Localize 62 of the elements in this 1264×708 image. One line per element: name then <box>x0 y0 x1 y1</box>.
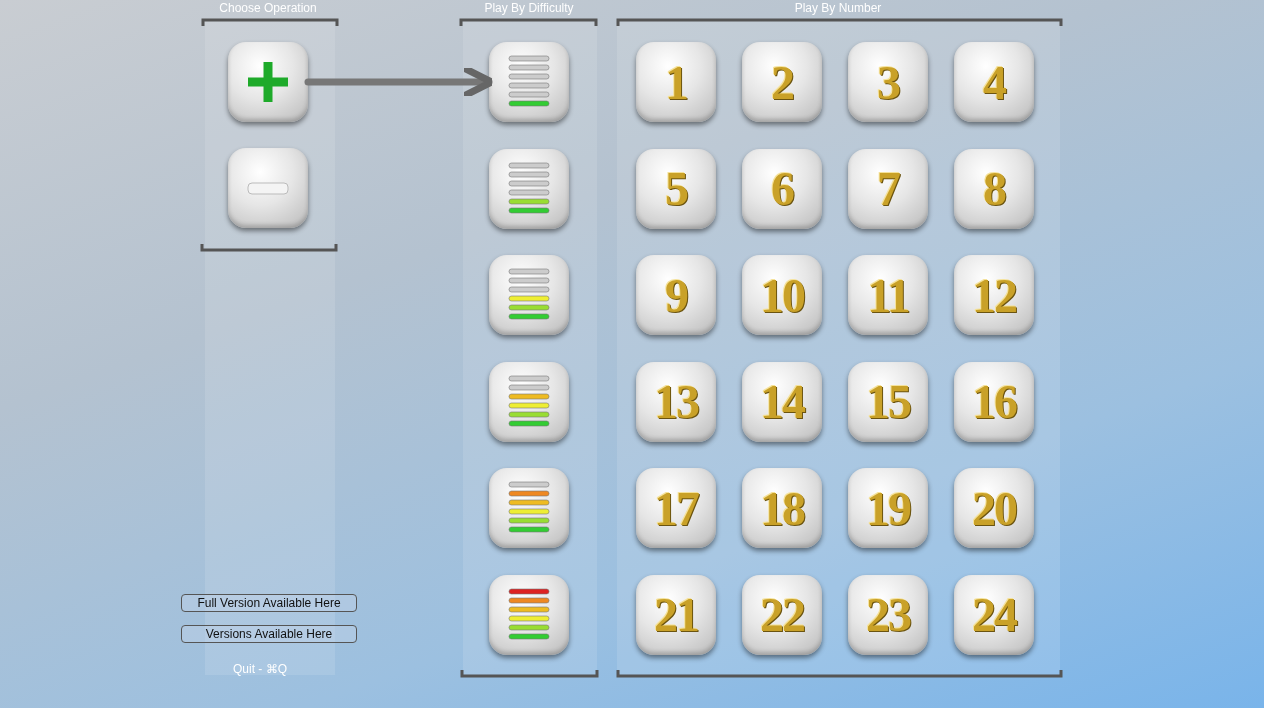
number-label: 22 <box>760 587 804 642</box>
number-label: 19 <box>866 480 910 536</box>
number-tile <box>954 468 1034 548</box>
tile-button <box>228 42 308 122</box>
tile-button <box>489 468 569 548</box>
number-label: 2 <box>771 54 793 110</box>
number-tile <box>954 42 1034 122</box>
number-tile <box>848 468 928 548</box>
number-tile <box>954 574 1034 655</box>
heading: Play By Difficulty <box>484 1 574 15</box>
number-tile <box>636 255 716 335</box>
number-label: 1 <box>665 54 687 110</box>
number-tile <box>742 361 822 442</box>
number-tile <box>742 574 822 655</box>
number-tile <box>848 361 928 442</box>
number-label: 10 <box>760 267 804 323</box>
number-tile <box>742 42 822 122</box>
tile-button <box>489 255 569 335</box>
number-label: 23 <box>866 587 910 642</box>
link-button: Full Version Available Here <box>181 594 357 612</box>
quit-shortcut: Quit - ⌘Q <box>233 662 287 676</box>
tile-button <box>489 361 569 442</box>
number-tile <box>636 42 716 122</box>
number-tile <box>636 148 716 229</box>
number-tile <box>848 255 928 335</box>
tile-button <box>228 148 308 228</box>
heading: Play By Number <box>794 1 882 15</box>
tile-button <box>489 574 569 655</box>
tile-button <box>489 42 569 122</box>
number-tile <box>742 148 822 229</box>
number-label: 7 <box>877 161 899 216</box>
number-tile <box>954 255 1034 335</box>
number-label: 6 <box>771 161 793 216</box>
tile-button <box>489 148 569 229</box>
heading: Choose Operation <box>219 1 317 15</box>
number-label: 14 <box>760 374 804 429</box>
number-label: 8 <box>983 161 1005 216</box>
number-label: 11 <box>867 267 909 323</box>
number-tile <box>848 148 928 229</box>
number-label: 5 <box>665 161 687 216</box>
number-tile <box>954 361 1034 442</box>
number-label: 16 <box>972 374 1016 429</box>
number-tile <box>848 42 928 122</box>
link-button: Versions Available Here <box>181 625 357 643</box>
number-label: 17 <box>654 480 698 536</box>
number-tile <box>954 148 1034 229</box>
number-label: 9 <box>665 267 687 323</box>
number-label: 3 <box>877 54 899 110</box>
number-label: 18 <box>760 480 804 536</box>
number-tile <box>742 255 822 335</box>
number-label: 4 <box>983 54 1005 110</box>
number-label: 13 <box>654 374 698 429</box>
number-tile <box>636 468 716 548</box>
number-label: 20 <box>972 480 1016 536</box>
number-label: 15 <box>866 374 910 429</box>
number-label: 12 <box>972 267 1016 323</box>
number-label: 24 <box>972 587 1016 642</box>
number-tile <box>636 574 716 655</box>
number-tile <box>848 574 928 655</box>
number-tile <box>742 468 822 548</box>
number-tile <box>636 361 716 442</box>
number-label: 21 <box>654 587 698 642</box>
